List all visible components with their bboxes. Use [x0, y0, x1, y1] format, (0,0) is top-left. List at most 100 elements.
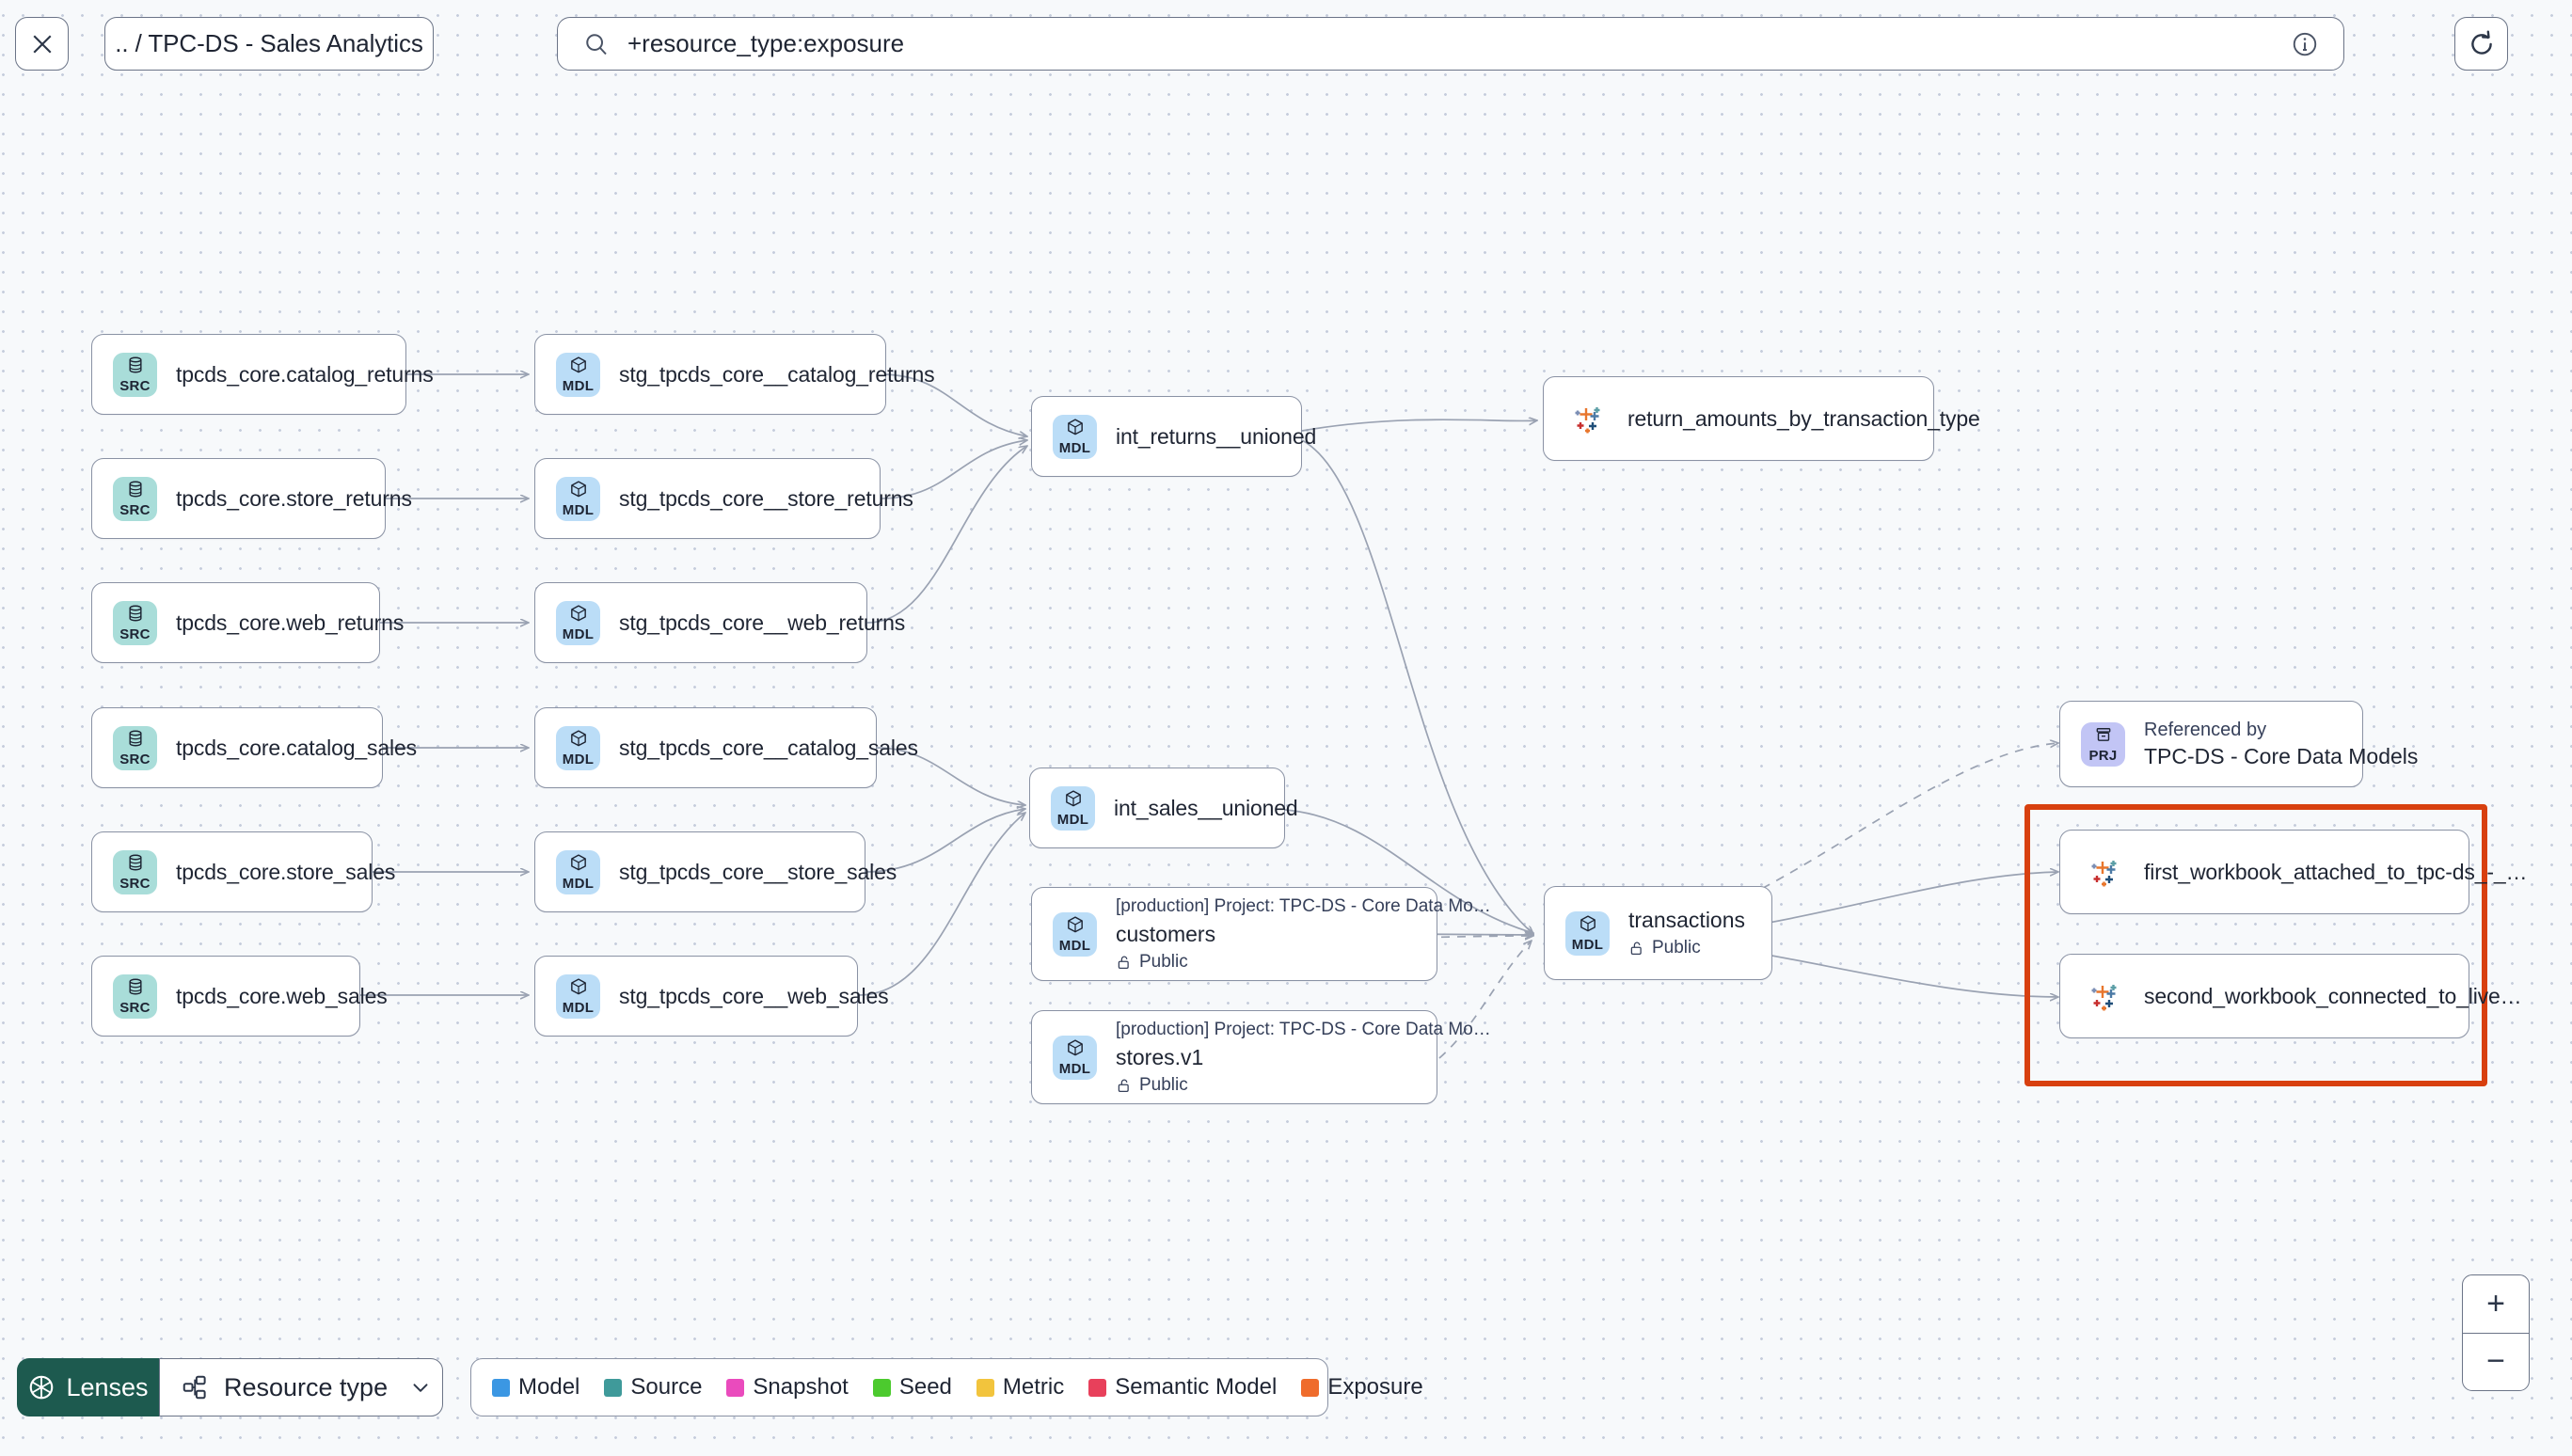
cube-icon — [1063, 789, 1084, 811]
node-access: Public — [1116, 1075, 1491, 1096]
node-access-label: Public — [1139, 951, 1188, 972]
graph-node-source[interactable]: SRC tpcds_core.store_returns — [91, 458, 412, 539]
zoom-in-button[interactable]: + — [2463, 1275, 2529, 1334]
legend-label: Source — [630, 1374, 703, 1400]
nodes-icon — [183, 1375, 206, 1400]
node-label: stg_tpcds_core__store_returns — [619, 485, 913, 511]
graph-node-model[interactable]: MDL stg_tpcds_core__store_returns — [534, 458, 913, 539]
graph-node-source[interactable]: SRC tpcds_core.web_sales — [91, 956, 388, 1037]
graph-node-model-customers[interactable]: MDL [production] Project: TPC-DS - Core … — [1031, 887, 1491, 981]
legend-item: Model — [492, 1374, 579, 1401]
graph-node-exposure[interactable]: second_workbook_connected_to_live… — [2059, 954, 2522, 1038]
legend: Model Source Snapshot Seed Metric Semant… — [470, 1358, 1423, 1416]
graph-node-source[interactable]: SRC tpcds_core.web_returns — [91, 582, 404, 663]
database-icon — [125, 853, 146, 875]
graph-node-source[interactable]: SRC tpcds_core.catalog_sales — [91, 707, 417, 788]
graph-node-model[interactable]: MDL stg_tpcds_core__catalog_returns — [534, 334, 935, 415]
cube-icon — [1065, 915, 1086, 937]
prj-badge: PRJ — [2081, 721, 2125, 767]
node-access: Public — [1116, 952, 1491, 973]
mdl-badge: MDL — [556, 849, 600, 894]
mdl-badge: MDL — [1565, 910, 1610, 956]
node-access-label: Public — [1139, 1074, 1188, 1095]
cube-icon — [568, 604, 589, 625]
node-label: tpcds_core.web_returns — [176, 609, 405, 635]
refresh-button[interactable] — [2454, 17, 2508, 71]
node-label: stg_tpcds_core__catalog_sales — [619, 735, 918, 760]
node-label: stg_tpcds_core__web_sales — [619, 983, 889, 1008]
graph-node-exposure[interactable]: first_workbook_attached_to_tpc-ds_-_… — [2059, 830, 2528, 914]
node-label: return_amounts_by_transaction_type — [1627, 405, 1980, 431]
legend-swatch — [1088, 1378, 1107, 1397]
tableau-icon — [1564, 397, 1609, 441]
breadcrumb[interactable]: .. / TPC-DS - Sales Analytics — [104, 17, 434, 71]
graph-node-model[interactable]: MDL stg_tpcds_core__web_returns — [534, 582, 905, 663]
node-label: transactions — [1628, 908, 1746, 932]
graph-node-transactions[interactable]: MDL transactions Public — [1544, 886, 1772, 980]
mdl-badge: MDL — [556, 973, 600, 1019]
legend-label: Model — [518, 1374, 580, 1400]
lenses-label: Lenses — [66, 1372, 149, 1401]
node-label: second_workbook_connected_to_live… — [2144, 983, 2522, 1008]
src-badge: SRC — [113, 849, 157, 894]
legend-label: Exposure — [1327, 1374, 1423, 1400]
top-bar: .. / TPC-DS - Sales Analytics +resource_… — [0, 0, 2572, 111]
legend-item: Seed — [872, 1374, 952, 1401]
node-label: stg_tpcds_core__web_returns — [619, 609, 906, 635]
src-badge: SRC — [113, 973, 157, 1019]
unlock-icon — [1118, 1079, 1129, 1092]
node-label: customers — [1116, 921, 1216, 946]
unlock-icon — [1630, 942, 1642, 956]
legend-swatch — [872, 1378, 891, 1397]
node-label: int_returns__unioned — [1116, 423, 1317, 449]
graph-node-model[interactable]: MDL stg_tpcds_core__web_sales — [534, 956, 889, 1037]
search-icon — [586, 33, 607, 55]
unlock-icon — [1118, 956, 1129, 969]
refresh-icon — [2470, 29, 2492, 55]
zoom-controls: + − — [2462, 1274, 2530, 1391]
close-icon — [32, 34, 52, 54]
node-access: Public — [1628, 938, 1745, 958]
zoom-out-button[interactable]: − — [2486, 1343, 2505, 1380]
graph-node-project[interactable]: PRJ Referenced by TPC-DS - Core Data Mod… — [2059, 701, 2418, 787]
node-label: stores.v1 — [1116, 1044, 1204, 1069]
graph-node-source[interactable]: SRC tpcds_core.store_sales — [91, 831, 395, 912]
database-icon — [125, 977, 146, 999]
node-label: tpcds_core.catalog_returns — [176, 361, 434, 387]
close-button[interactable] — [15, 17, 69, 71]
legend-swatch — [492, 1378, 510, 1397]
legend-swatch — [604, 1378, 623, 1397]
mdl-badge: MDL — [1053, 1035, 1097, 1080]
node-project-label: [production] Project: TPC-DS - Core Data… — [1116, 895, 1491, 916]
node-label: first_workbook_attached_to_tpc-ds_-_… — [2144, 859, 2528, 884]
cube-icon — [568, 977, 589, 999]
graph-node-model-stores[interactable]: MDL [production] Project: TPC-DS - Core … — [1031, 1010, 1491, 1104]
legend-label: Snapshot — [753, 1374, 849, 1400]
database-icon — [125, 729, 146, 751]
resource-type-dropdown[interactable]: Resource type — [159, 1358, 443, 1416]
database-icon — [125, 480, 146, 501]
search-input[interactable]: +resource_type:exposure — [557, 17, 2344, 71]
legend-swatch — [976, 1378, 994, 1397]
chevron-down-icon — [413, 1384, 428, 1392]
graph-node-model[interactable]: MDL int_sales__unioned — [1029, 768, 1298, 848]
cube-icon — [568, 480, 589, 501]
node-project-label: [production] Project: TPC-DS - Core Data… — [1116, 1019, 1491, 1039]
node-label: tpcds_core.web_sales — [176, 983, 388, 1008]
mdl-badge: MDL — [556, 352, 600, 397]
cube-icon — [568, 356, 589, 377]
mdl-badge: MDL — [556, 476, 600, 521]
graph-node-source[interactable]: SRC tpcds_core.catalog_returns — [91, 334, 434, 415]
legend-swatch — [726, 1378, 745, 1397]
src-badge: SRC — [113, 476, 157, 521]
cube-icon — [568, 853, 589, 875]
graph-node-model[interactable]: MDL stg_tpcds_core__catalog_sales — [534, 707, 918, 788]
tableau-icon — [2081, 850, 2125, 894]
graph-node-model[interactable]: MDL int_returns__unioned — [1031, 396, 1316, 477]
node-label: tpcds_core.catalog_sales — [176, 735, 417, 760]
graph-node-exposure[interactable]: return_amounts_by_transaction_type — [1543, 376, 1980, 461]
info-icon[interactable] — [2291, 30, 2319, 58]
lenses-button[interactable]: Lenses — [17, 1358, 159, 1416]
node-referenced-by-label: Referenced by — [2144, 719, 2267, 740]
graph-node-model[interactable]: MDL stg_tpcds_core__store_sales — [534, 831, 897, 912]
